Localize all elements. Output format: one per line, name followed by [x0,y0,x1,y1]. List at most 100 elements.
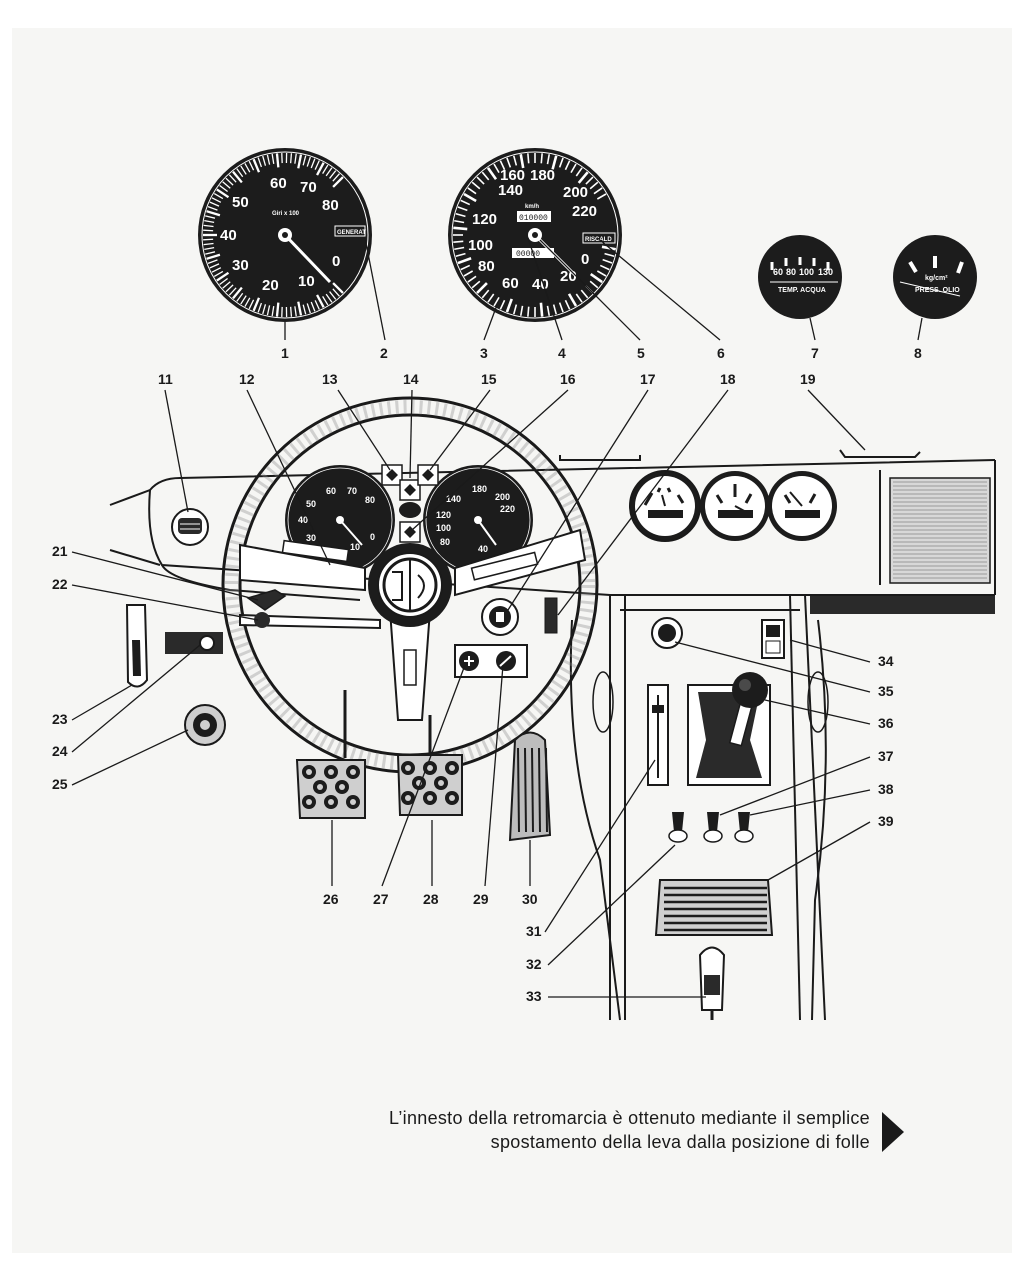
steering-wheel[interactable] [221,396,599,774]
svg-text:80: 80 [365,495,375,505]
trip-value: 00000 [516,250,540,259]
callout-2: 2 [380,345,388,361]
gear-lever[interactable] [687,672,771,786]
speedo-label-220: 220 [572,203,597,220]
callout-18: 18 [720,371,736,387]
floor-button[interactable] [184,704,226,746]
callout-25: 25 [52,776,68,792]
svg-text:70: 70 [347,486,357,496]
speedo-label-100: 100 [468,237,493,254]
callout-4: 4 [558,345,566,361]
speedo-label-120: 120 [472,211,497,228]
ignition-switch[interactable] [481,598,519,636]
callout-39: 39 [878,813,894,829]
bonnet-release-lever[interactable] [125,604,149,688]
callout-34: 34 [878,653,894,669]
tach-label-30: 30 [232,257,249,274]
callout-numbers: 1 2 3 4 5 6 7 8 11 12 13 14 15 16 17 18 … [52,345,922,1004]
speedo-label-140: 140 [498,182,523,199]
callout-12: 12 [239,371,255,387]
speedo-label-180: 180 [530,167,555,184]
caption-line-1: L’innesto della retromarcia è ottenuto m… [389,1108,870,1128]
callout-38: 38 [878,781,894,797]
caption-text: L’innesto della retromarcia è ottenuto m… [270,1106,870,1154]
oil-pressure-unit: kg/cm² [925,275,948,282]
generator-warning-light [334,225,366,237]
cigarette-lighter[interactable] [651,617,683,649]
callout-19: 19 [800,371,816,387]
tach-label-60: 60 [270,175,287,192]
speedo-unit: km/h [525,204,539,210]
tach-unit: Giri x 100 [272,211,300,217]
odometer-display [517,211,551,222]
water-temp-label: TEMP. ACQUA [778,287,826,294]
callout-6: 6 [717,345,725,361]
callout-17: 17 [640,371,656,387]
toggle-switches[interactable] [668,812,754,843]
svg-text:60: 60 [326,486,336,496]
water-tick-60: 60 [773,267,783,277]
callout-7: 7 [811,345,819,361]
accelerator-pedal[interactable] [508,731,552,842]
warning-light-cluster [381,464,439,543]
choke-lever[interactable] [544,597,558,634]
callout-24: 24 [52,743,68,759]
left-control-strip [165,632,223,654]
dashboard-outline [109,449,996,1021]
svg-text:50: 50 [306,499,316,509]
callout-36: 36 [878,715,894,731]
heater-warning-light [582,232,616,244]
svg-text:40: 40 [478,544,488,554]
speedo-label-20: 20 [560,268,577,285]
speedo-label-200: 200 [563,184,588,201]
svg-text:40: 40 [298,515,308,525]
tach-label-70: 70 [300,179,317,196]
tach-label-80: 80 [322,197,339,214]
console-tray [654,879,774,936]
callout-27: 27 [373,891,389,907]
callout-15: 15 [481,371,497,387]
callout-26: 26 [323,891,339,907]
tach-label-40: 40 [220,227,237,244]
svg-text:0: 0 [370,532,375,542]
dash-lower-trim [810,596,995,614]
water-tick-100: 100 [799,267,814,277]
svg-text:30: 30 [306,533,316,543]
water-temp-gauge: 60 80 100 130 TEMP. ACQUA [758,235,842,319]
svg-text:100: 100 [436,523,451,533]
svg-text:200: 200 [495,492,510,502]
leader-lines [71,237,923,998]
console-switch[interactable] [761,619,785,659]
callout-13: 13 [322,371,338,387]
svg-text:140: 140 [446,494,461,504]
callout-5: 5 [637,345,645,361]
callout-29: 29 [473,891,489,907]
tach-needle [283,233,332,284]
switch-panel[interactable] [454,644,528,678]
tach-label-50: 50 [232,194,249,211]
heater-slider[interactable] [647,684,669,786]
svg-text:180: 180 [472,484,487,494]
clutch-pedal[interactable] [295,759,366,819]
column-stalks[interactable] [239,589,381,630]
tach-label-20: 20 [262,277,279,294]
callout-30: 30 [522,891,538,907]
svg-text:80: 80 [440,537,450,547]
callout-1: 1 [281,345,289,361]
speedo-label-160: 160 [500,167,525,184]
speedo-label-60: 60 [502,275,519,292]
callout-3: 3 [480,345,488,361]
callout-14: 14 [403,371,419,387]
svg-text:220: 220 [500,504,515,514]
dash-aux-gauges [629,470,837,542]
next-page-arrow-icon[interactable] [882,1112,904,1152]
callout-22: 22 [52,576,68,592]
water-tick-80: 80 [786,267,796,277]
callout-28: 28 [423,891,439,907]
speaker-grille [889,477,991,584]
handbrake-lever[interactable] [698,946,726,1021]
brake-pedal[interactable] [396,754,463,816]
odometer-value: 010000 [519,214,548,223]
